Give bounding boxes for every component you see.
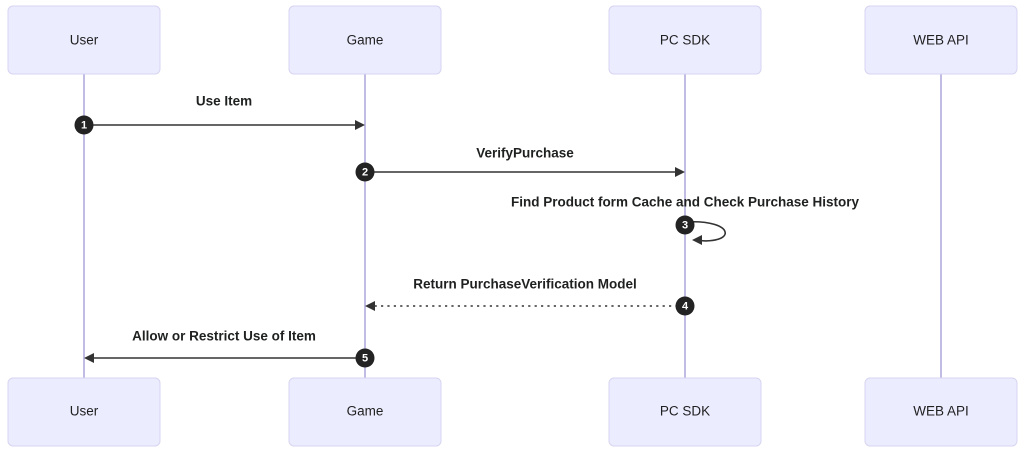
actor-label-webapi-top: WEB API bbox=[913, 33, 969, 48]
message-label-3: Find Product form Cache and Check Purcha… bbox=[511, 195, 860, 210]
actor-label-game-top: Game bbox=[347, 33, 384, 48]
sequence-badge-number-4: 4 bbox=[682, 301, 689, 313]
actor-box-game-top[interactable] bbox=[288, 5, 442, 75]
actor-box-user-bottom[interactable] bbox=[7, 377, 161, 447]
arrowhead-3 bbox=[692, 235, 702, 245]
message-line-3 bbox=[684, 221, 726, 242]
actor-boxes-bottom: User Game PC SDK WEB API bbox=[7, 377, 1018, 447]
actor-box-webapi-top[interactable] bbox=[864, 5, 1018, 75]
sequence-badge-number-1: 1 bbox=[81, 120, 87, 132]
sequence-badge-circle-4 bbox=[675, 296, 695, 316]
arrowhead-5 bbox=[84, 353, 94, 363]
message-5: Allow or Restrict Use of Item bbox=[84, 329, 364, 363]
message-2: VerifyPurchase bbox=[366, 146, 685, 177]
actor-label-pcsdk-bottom: PC SDK bbox=[660, 404, 710, 419]
message-label-4: Return PurchaseVerification Model bbox=[413, 277, 637, 292]
actor-label-user-top: User bbox=[70, 33, 99, 48]
actor-label-game-bottom: Game bbox=[347, 404, 384, 419]
sequence-badge-number-2: 2 bbox=[362, 167, 368, 179]
message-label-2: VerifyPurchase bbox=[476, 146, 574, 161]
sequence-badge-1: 1 bbox=[74, 115, 94, 135]
message-label-5: Allow or Restrict Use of Item bbox=[132, 329, 316, 344]
arrowhead-4 bbox=[365, 301, 375, 311]
sequence-number-badges: 1 2 3 4 5 bbox=[74, 115, 695, 368]
sequence-badge-circle-3 bbox=[675, 215, 695, 235]
sequence-badge-number-5: 5 bbox=[362, 353, 368, 365]
actor-box-user-top[interactable] bbox=[7, 5, 161, 75]
sequence-badge-circle-1 bbox=[74, 115, 94, 135]
actor-label-pcsdk-top: PC SDK bbox=[660, 33, 710, 48]
sequence-badge-number-3: 3 bbox=[682, 220, 688, 232]
arrowhead-2 bbox=[675, 167, 685, 177]
actor-box-pcsdk-bottom[interactable] bbox=[608, 377, 762, 447]
message-label-1: Use Item bbox=[196, 94, 252, 109]
actor-box-game-bottom[interactable] bbox=[288, 377, 442, 447]
sequence-badge-4: 4 bbox=[675, 296, 695, 316]
message-4: Return PurchaseVerification Model bbox=[365, 277, 684, 311]
message-3: Find Product form Cache and Check Purcha… bbox=[511, 195, 860, 245]
actor-box-pcsdk-top[interactable] bbox=[608, 5, 762, 75]
actor-label-user-bottom: User bbox=[70, 404, 99, 419]
sequence-badge-5: 5 bbox=[355, 348, 375, 368]
sequence-badge-circle-5 bbox=[355, 348, 375, 368]
sequence-badge-3: 3 bbox=[675, 215, 695, 235]
actor-box-webapi-bottom[interactable] bbox=[864, 377, 1018, 447]
message-1: Use Item bbox=[85, 94, 365, 130]
actor-label-webapi-bottom: WEB API bbox=[913, 404, 969, 419]
arrowhead-1 bbox=[355, 120, 365, 130]
actor-boxes-top: User Game PC SDK WEB API bbox=[7, 5, 1018, 75]
sequence-badge-2: 2 bbox=[355, 162, 375, 182]
sequence-badge-circle-2 bbox=[355, 162, 375, 182]
